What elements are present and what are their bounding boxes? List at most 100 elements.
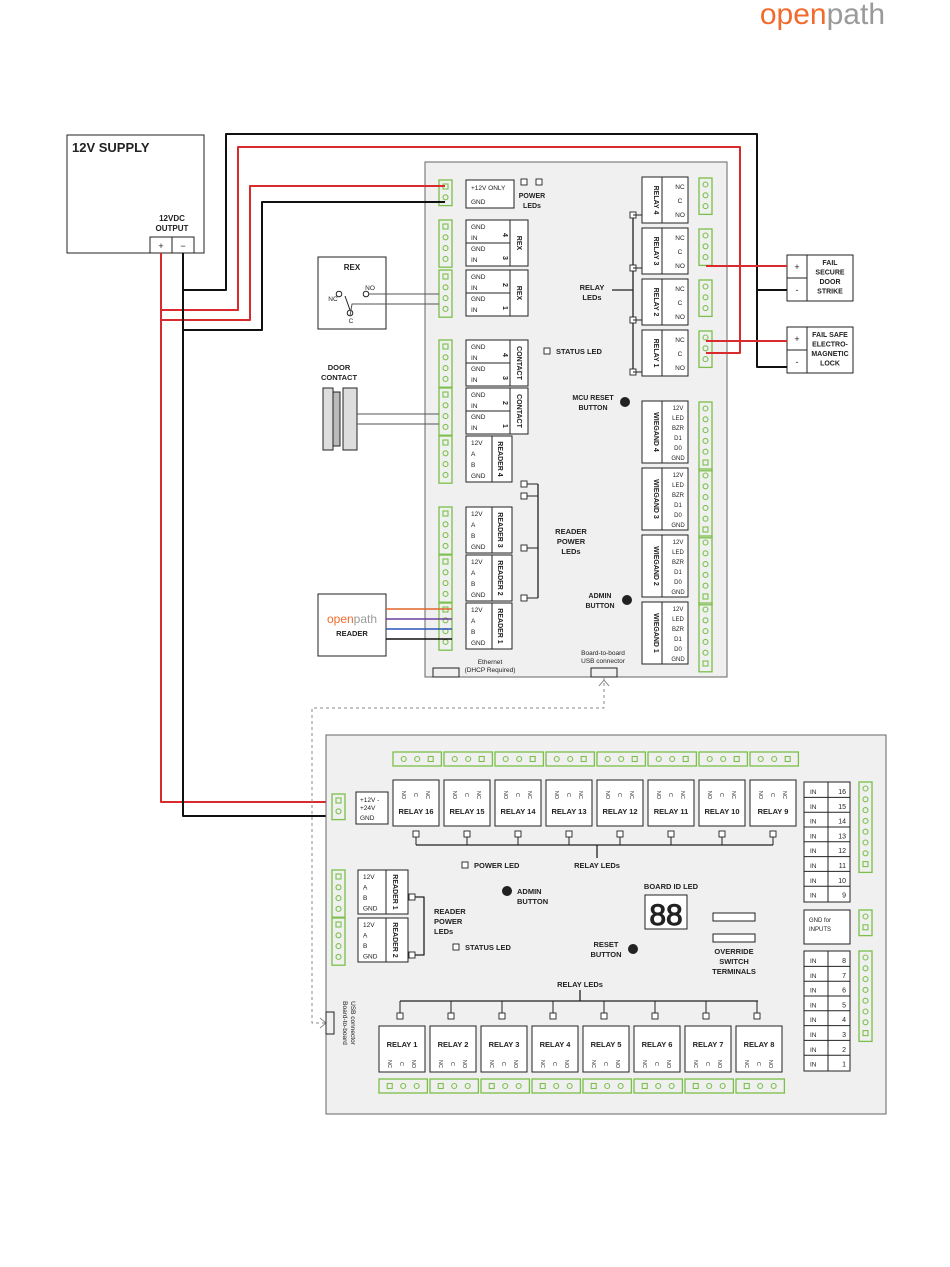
pin-label: BZR bbox=[672, 426, 685, 432]
relay-3-terminal bbox=[698, 228, 713, 267]
pin-label: C bbox=[678, 249, 683, 256]
terminal-screw bbox=[702, 283, 709, 290]
input-label: IN bbox=[810, 848, 817, 855]
terminal-screw bbox=[702, 448, 709, 455]
terminal-housing bbox=[545, 751, 596, 767]
relay-10-terminal bbox=[698, 751, 749, 767]
num-label: 4 bbox=[501, 353, 508, 357]
reset-label: RESET bbox=[593, 940, 618, 949]
terminal-screw bbox=[400, 755, 407, 763]
admin-label: ADMIN bbox=[517, 887, 542, 896]
terminal-screw bbox=[465, 755, 472, 763]
reader-4-terminal bbox=[438, 435, 453, 484]
admin-label: BUTTON bbox=[517, 897, 548, 906]
input-label: IN bbox=[810, 1002, 817, 1009]
pin-label: NO bbox=[655, 791, 661, 800]
relay-label: RELAY 8 bbox=[744, 1040, 775, 1049]
input-label: IN bbox=[810, 893, 817, 900]
terminal-screw bbox=[442, 617, 449, 624]
gnd-inputs-label: GND for bbox=[809, 918, 831, 924]
terminal-screw bbox=[442, 580, 449, 587]
terminal-screw bbox=[442, 305, 449, 312]
bottom-usb-label: USB connector bbox=[349, 1001, 356, 1046]
terminal-housing bbox=[438, 506, 453, 555]
pin-label: NO bbox=[675, 212, 685, 219]
reader-power-leds-label: READER bbox=[555, 527, 587, 536]
fail-secure-strike-label: SECURE bbox=[815, 270, 845, 277]
terminal-screw bbox=[478, 755, 485, 763]
pin-label: GND bbox=[471, 414, 486, 421]
terminal-screw bbox=[335, 932, 342, 939]
terminal-screw bbox=[706, 1082, 713, 1090]
relay-led bbox=[463, 830, 471, 838]
terminal-screw bbox=[539, 1082, 546, 1090]
terminal-housing bbox=[438, 602, 453, 651]
relay-8-terminal bbox=[735, 1078, 786, 1094]
terminal-screw bbox=[702, 181, 709, 188]
input-num: 1 bbox=[842, 1062, 846, 1069]
rex-nc-contact bbox=[335, 290, 343, 298]
terminal-housing bbox=[331, 793, 346, 821]
pin-label: NO bbox=[675, 263, 685, 270]
input-num: 16 bbox=[838, 789, 846, 796]
terminal-screw bbox=[451, 755, 458, 763]
reader-power-leds-label: LEDs bbox=[561, 547, 580, 556]
relay-led bbox=[600, 1012, 608, 1020]
pin-label: NO bbox=[502, 791, 508, 800]
terminal-screw bbox=[784, 755, 791, 763]
pin-label: NC bbox=[437, 1060, 443, 1068]
terminal-housing bbox=[331, 869, 346, 918]
terminal-housing bbox=[698, 279, 713, 318]
relay-leds-label: LEDs bbox=[582, 293, 601, 302]
input-num: 12 bbox=[838, 848, 846, 855]
bottom-power-gnd: GND bbox=[360, 815, 375, 822]
reader-power-label: LEDs bbox=[434, 927, 453, 936]
relay-16-terminal bbox=[392, 751, 443, 767]
terminal-screw bbox=[702, 606, 709, 613]
relay-16-box bbox=[392, 779, 440, 827]
pin-label: NO bbox=[512, 1060, 518, 1069]
pin-label: NC bbox=[590, 1060, 596, 1068]
terminal-screw bbox=[862, 861, 869, 868]
pin-label: BZR bbox=[672, 627, 685, 633]
relay-label: RELAY 12 bbox=[602, 807, 637, 816]
pin-label: GND bbox=[471, 246, 486, 253]
terminal-screw bbox=[442, 590, 449, 597]
wire-relay1-c bbox=[161, 146, 741, 354]
terminal-screw bbox=[702, 437, 709, 444]
relay-led bbox=[753, 1012, 761, 1020]
pin-label: NC bbox=[730, 791, 736, 799]
relay-2-box bbox=[641, 278, 689, 326]
wiegand-2-terminal bbox=[698, 535, 713, 606]
terminal-screw bbox=[862, 817, 869, 824]
terminal-screw bbox=[862, 785, 869, 792]
wiegand-4-terminal bbox=[698, 401, 713, 472]
pin-label: GND bbox=[671, 523, 685, 529]
pin-label: C bbox=[718, 793, 724, 797]
num-label: 3 bbox=[501, 376, 508, 380]
pin-label: NO bbox=[706, 791, 712, 800]
terminal-screw bbox=[442, 542, 449, 549]
relay-leds-bottom-label: RELAY LEDs bbox=[557, 980, 603, 989]
pin-label: NC bbox=[424, 791, 430, 799]
terminal-screw bbox=[617, 1082, 624, 1090]
terminal-screw bbox=[702, 203, 709, 210]
terminal-screw bbox=[386, 1082, 393, 1090]
override-label: OVERRIDE bbox=[714, 947, 753, 956]
terminal-screw bbox=[862, 986, 869, 993]
terminal-screw bbox=[442, 569, 449, 576]
terminal-screw bbox=[702, 232, 709, 239]
terminal-screw bbox=[702, 504, 709, 511]
input-num: 14 bbox=[838, 819, 846, 826]
terminal-housing bbox=[698, 468, 713, 539]
terminal-screw bbox=[702, 539, 709, 546]
fail-secure-strike-minus: - bbox=[796, 285, 799, 295]
pin-label: 12V bbox=[673, 473, 684, 479]
relay-led bbox=[549, 1012, 557, 1020]
input-label: IN bbox=[810, 988, 817, 995]
terminal-housing bbox=[438, 387, 453, 436]
input-num: 11 bbox=[839, 863, 846, 870]
pin-label: B bbox=[471, 462, 475, 469]
